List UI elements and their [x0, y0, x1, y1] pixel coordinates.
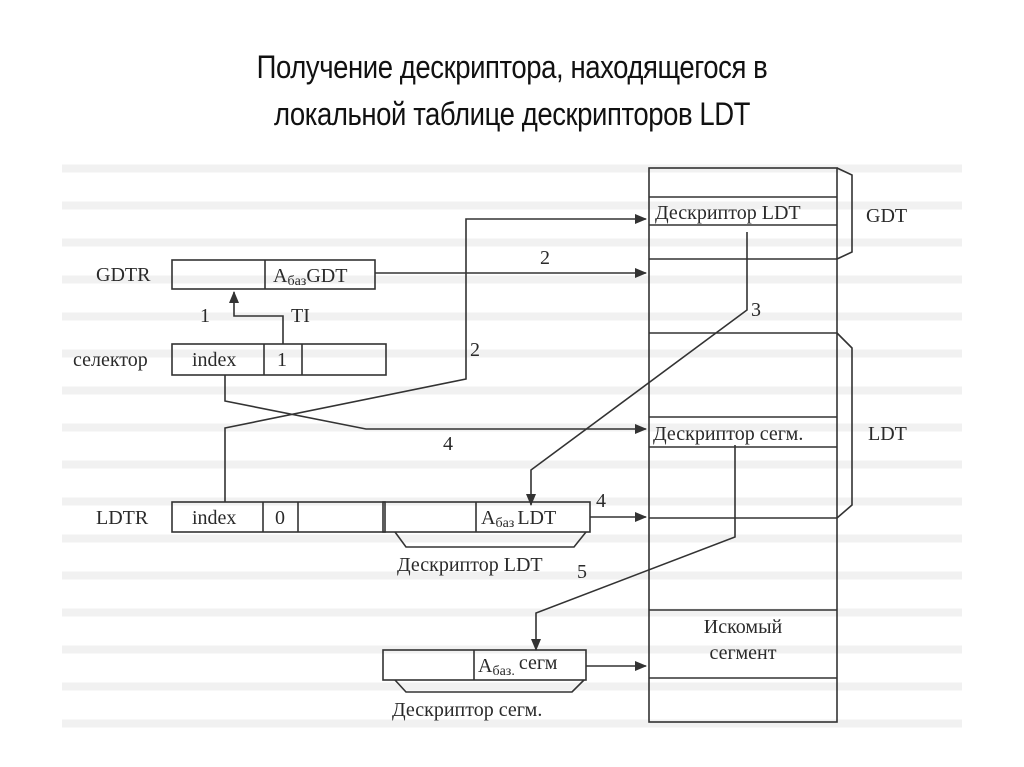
selector-register: [171, 343, 387, 376]
gdt-descriptor-to-cache-path: [526, 232, 748, 506]
seg-cache-caption: Дескриптор сегм.: [392, 699, 542, 721]
gdtr-register: [171, 259, 376, 290]
seg-descriptor-cache: [382, 649, 587, 693]
gdtr-base-field: AбазGDT: [273, 265, 347, 289]
selector-ti-bit: 1: [277, 349, 287, 371]
step-2a-label: 2: [540, 247, 550, 269]
gdtr-label: GDTR: [96, 264, 151, 286]
ldtr-ti-bit: 0: [275, 507, 285, 529]
gdt-entry-descriptor-ldt: Дескриптор LDT: [655, 202, 801, 224]
ldtr-register: [171, 501, 386, 533]
selector-label: селектор: [73, 349, 148, 371]
ldt-cache-caption: Дескриптор LDT: [397, 554, 543, 576]
ldt-bracket: [836, 332, 853, 519]
step-1-label: 1: [200, 305, 210, 327]
title-line-1: Получение дескриптора, находящегося в: [256, 49, 768, 85]
ldt-entry-descriptor-seg: Дескриптор сегм.: [653, 423, 803, 445]
step-3-label: 3: [751, 299, 761, 321]
gdt-bracket: [836, 167, 853, 260]
step-4a-label: 4: [443, 433, 453, 455]
ldt-descriptor-cache: [382, 501, 591, 548]
ti-arrow: [229, 291, 284, 344]
target-segment-line1: Искомый: [704, 616, 783, 638]
step-2b-label: 2: [470, 339, 480, 361]
ldt-descriptor-to-seg-cache-path: [531, 445, 736, 651]
target-segment-line2: сегмент: [710, 642, 777, 664]
selector-index-path: [224, 375, 647, 434]
title-line-2: локальной таблице дескрипторов LDT: [273, 96, 751, 132]
gdt-label: GDT: [866, 205, 907, 227]
ldtr-index-path: [224, 214, 647, 502]
scanned-text-background: [62, 150, 962, 730]
step-4b-label: 4: [596, 490, 606, 512]
ldtr-label: LDTR: [96, 507, 149, 529]
step-5-label: 5: [577, 561, 587, 583]
selector-index: index: [192, 349, 236, 371]
seg-cache-base-field: Aбаз.сегм: [478, 652, 558, 679]
slide-title: Получение дескриптора, находящегося в ло…: [72, 44, 953, 138]
ldt-label: LDT: [868, 423, 907, 445]
memory-column: [648, 167, 838, 723]
ldtr-index: index: [192, 507, 236, 529]
ti-label: TI: [291, 305, 310, 327]
